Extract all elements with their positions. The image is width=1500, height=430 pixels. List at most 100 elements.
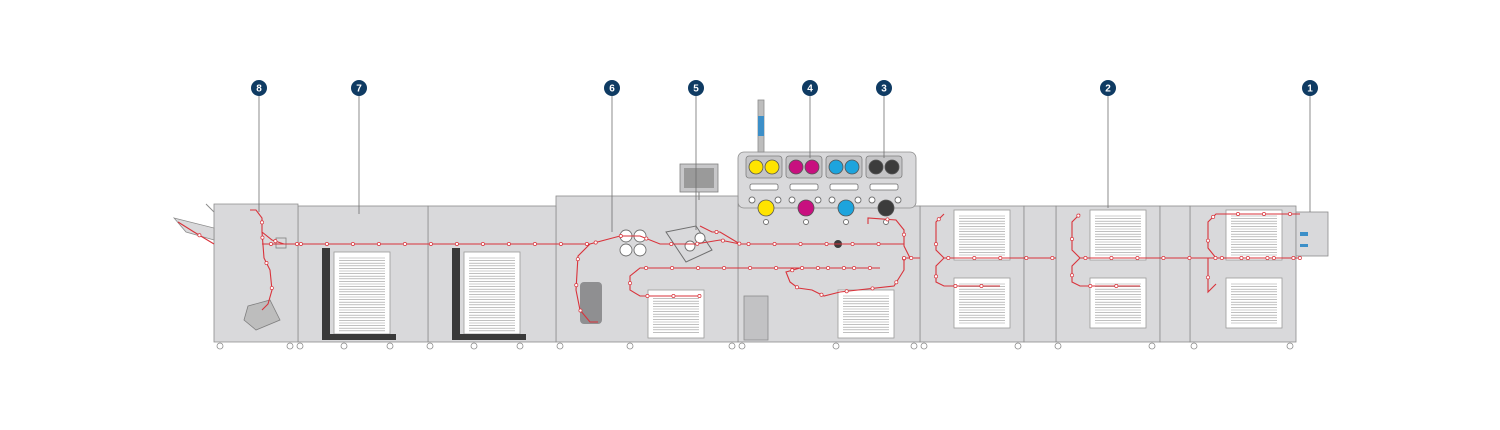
fuser-unit (580, 282, 602, 324)
transport-roller (574, 283, 579, 288)
transport-roller (1050, 256, 1055, 260)
transport-roller (909, 256, 914, 260)
callout-badge (604, 80, 620, 96)
transport-roller (1161, 256, 1166, 260)
print-engine (737, 99, 921, 343)
transport-roller (264, 261, 269, 265)
caster-wheel (216, 342, 224, 350)
casters (216, 342, 1294, 350)
transport-roller (295, 242, 299, 246)
transport-roller (1288, 212, 1292, 216)
transport-roller (748, 266, 753, 270)
transport-roller (645, 294, 650, 298)
toner-cartridge-black-b (884, 159, 900, 175)
transport-roller (979, 284, 984, 288)
transport-roller (1297, 256, 1302, 260)
callout-badge (251, 80, 267, 96)
caster-wheel (426, 342, 434, 350)
caster-wheel (1190, 342, 1198, 350)
transport-roller (697, 294, 702, 298)
callout-number: 2 (1105, 84, 1111, 95)
transport-roller (800, 266, 805, 270)
transport-roller (946, 256, 951, 260)
callout-5: 5 (688, 80, 704, 230)
caster-wheel (626, 342, 634, 350)
photoconductor-drum-yellow (757, 199, 775, 217)
transport-roller (1070, 237, 1074, 241)
transport-roller (428, 242, 433, 246)
callout-number: 3 (881, 84, 887, 95)
transport-roller (824, 242, 829, 246)
transport-roller (844, 289, 849, 294)
callout-1: 1 (1302, 80, 1318, 212)
transport-roller (1265, 256, 1270, 260)
toner-station-magenta (785, 155, 823, 225)
caster-wheel (386, 342, 394, 350)
transport-roller (1236, 212, 1240, 216)
caster-wheel (556, 342, 564, 350)
transport-roller (1206, 238, 1210, 243)
caster-wheel (738, 342, 746, 350)
signal-mast-light (758, 116, 764, 136)
caster-wheel (920, 342, 928, 350)
transport-roller (772, 242, 777, 246)
stack-tray (452, 248, 526, 340)
transport-roller (350, 242, 355, 246)
transport-roller (269, 286, 274, 291)
transport-roller (774, 266, 779, 270)
caster-wheel (340, 342, 348, 350)
transport-roller (269, 242, 273, 246)
transport-roller (815, 266, 820, 270)
booklet-tray (243, 299, 281, 331)
caster-wheel (516, 342, 524, 350)
callout-8: 8 (251, 80, 267, 212)
transport-roller (197, 233, 202, 238)
transport-roller (894, 280, 899, 285)
feeder-connector (1023, 205, 1057, 343)
transport-roller (936, 217, 941, 222)
transport-roller (593, 240, 598, 245)
transport-roller (260, 220, 264, 225)
control-module (555, 163, 739, 343)
transport-roller (575, 257, 580, 262)
transport-roller (850, 242, 855, 246)
transport-roller (695, 241, 700, 246)
output-stack (333, 251, 391, 335)
toner-cartridge-cyan-b (844, 159, 860, 175)
transport-roller (644, 236, 649, 241)
callout-6: 6 (604, 80, 620, 232)
toner-cartridge-yellow-b (764, 159, 780, 175)
transport-roller (876, 242, 881, 246)
transport-roller (1239, 256, 1244, 260)
callout-number: 5 (693, 84, 699, 95)
transport-roller (798, 242, 803, 246)
transport-roller (737, 241, 742, 246)
callout-4: 4 (802, 80, 818, 158)
transport-roller (669, 242, 674, 246)
finisher-body (213, 203, 299, 343)
transport-roller (480, 242, 485, 246)
transport-roller (795, 285, 799, 290)
waste-container (743, 295, 769, 341)
caster-wheel (832, 342, 840, 350)
transport-roller (867, 266, 872, 270)
transport-roller (532, 242, 537, 246)
caster-wheel (728, 342, 736, 350)
transport-roller (870, 286, 875, 291)
transport-roller (1245, 256, 1250, 260)
transport-roller (841, 266, 846, 270)
transport-roller (628, 281, 632, 286)
transport-roller (324, 242, 329, 246)
photoconductor-drum-cyan (837, 199, 855, 217)
transport-roller (714, 230, 719, 234)
transport-roller (671, 294, 676, 298)
caster-wheel (1148, 342, 1156, 350)
transport-roller (1213, 256, 1218, 260)
transport-roller (273, 239, 278, 244)
transport-roller (1109, 256, 1114, 260)
transport-roller (696, 266, 701, 270)
transport-roller (972, 256, 977, 260)
output-stack (463, 251, 521, 335)
feeder-module-3 (919, 205, 1057, 343)
transport-roller (584, 242, 589, 246)
